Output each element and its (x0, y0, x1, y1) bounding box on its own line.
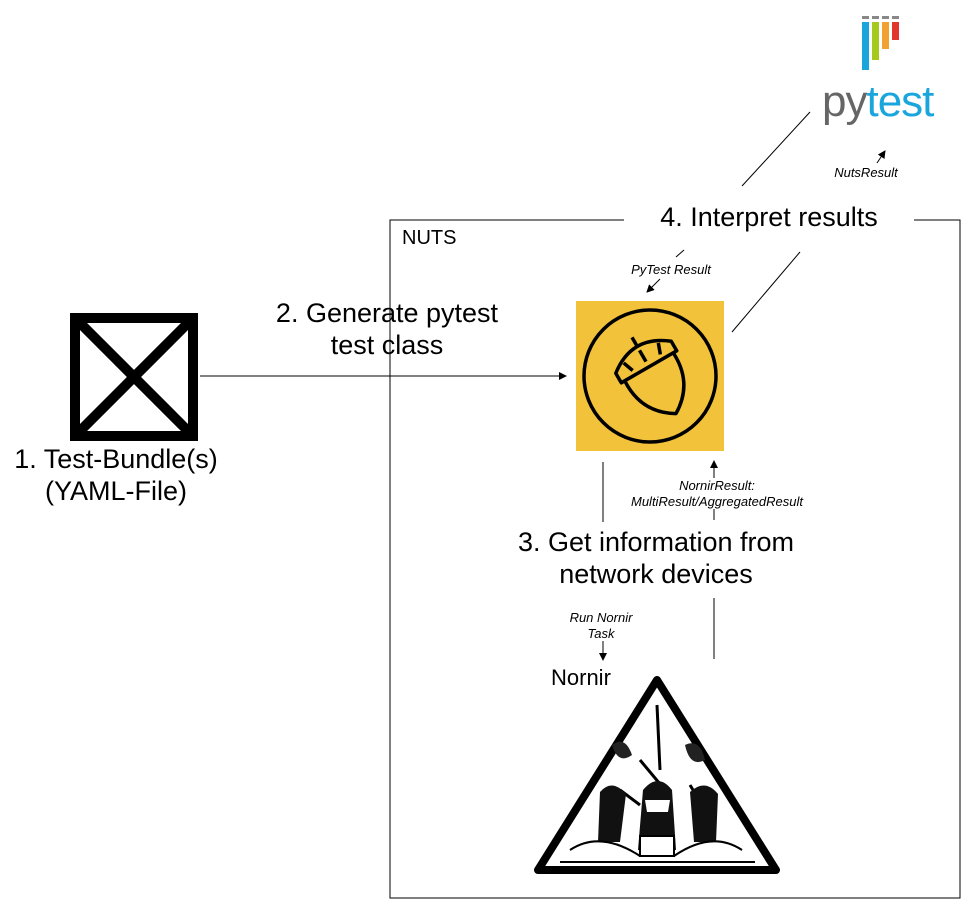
edge-nuts-result (876, 150, 886, 164)
step-test-bundle: 1. Test-Bundle(s) (YAML-File) (14, 444, 218, 507)
nuts-boundary-label: NUTS (402, 227, 457, 249)
edge-label-nornir-result: NornirResult: MultiResult/AggregatedResu… (604, 478, 830, 510)
edge-interpret-from-nuts (731, 251, 801, 333)
pytest-logo-text: pytest (822, 76, 934, 129)
nornir-logo (534, 676, 780, 874)
edge-label-nuts-result: NutsResult (834, 165, 898, 180)
nornir-label: Nornir (551, 665, 611, 690)
edge-pytest-result (646, 278, 661, 293)
edge-interpret-to-pytest (741, 111, 811, 187)
edge-label-run-nornir-task: Run Nornir Task (560, 610, 642, 642)
step-interpret: 4. Interpret results (624, 201, 914, 234)
test-bundle-icon (70, 313, 198, 441)
edge-pytest-result-top (675, 249, 685, 258)
edge-label-pytest-result: PyTest Result (631, 262, 711, 277)
pytest-logo-text-py: py (822, 77, 867, 126)
nuts-logo (576, 301, 724, 451)
step-generate: 2. Generate pytest test class (275, 298, 499, 361)
pytest-logo-text-test: test (866, 77, 934, 126)
step-get-info: 3. Get information from network devices (497, 526, 815, 591)
pytest-logo-icon (862, 16, 899, 70)
